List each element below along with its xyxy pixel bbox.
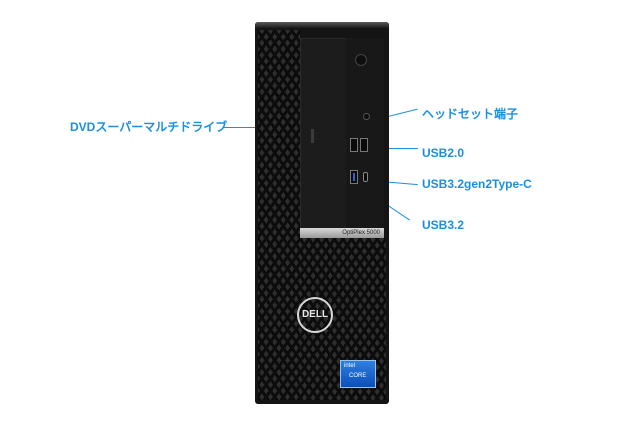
dvd-drive-bay <box>300 38 348 230</box>
headset-jack-label: ヘッドセット端子 <box>422 107 519 121</box>
dell-logo: DELL <box>297 297 333 333</box>
model-plate: OptiPlex 5000 <box>300 228 384 238</box>
front-io-panel <box>346 38 384 228</box>
dvd-eject-slot <box>311 129 314 143</box>
usb32-gen2-typec-label: USB3.2gen2Type-C <box>422 177 532 191</box>
dvd-drive-label: DVDスーパーマルチドライブ <box>70 120 228 134</box>
left-front-mesh <box>258 30 300 400</box>
usb20-leader-line <box>360 148 418 149</box>
intel-sticker-core: CORE <box>349 373 367 379</box>
usb20-port-bottom <box>360 138 368 152</box>
tower-top-edge <box>255 22 389 28</box>
headset-jack <box>363 113 370 120</box>
usb-typec-port <box>363 172 368 182</box>
usb20-label: USB2.0 <box>422 146 465 160</box>
power-button <box>355 54 367 66</box>
usb32-label: USB3.2 <box>422 218 465 232</box>
intel-core-sticker: intel CORE <box>340 360 376 388</box>
usb32-port <box>350 170 358 184</box>
intel-sticker-brand: intel <box>344 363 356 369</box>
usb20-port-top <box>350 138 358 152</box>
